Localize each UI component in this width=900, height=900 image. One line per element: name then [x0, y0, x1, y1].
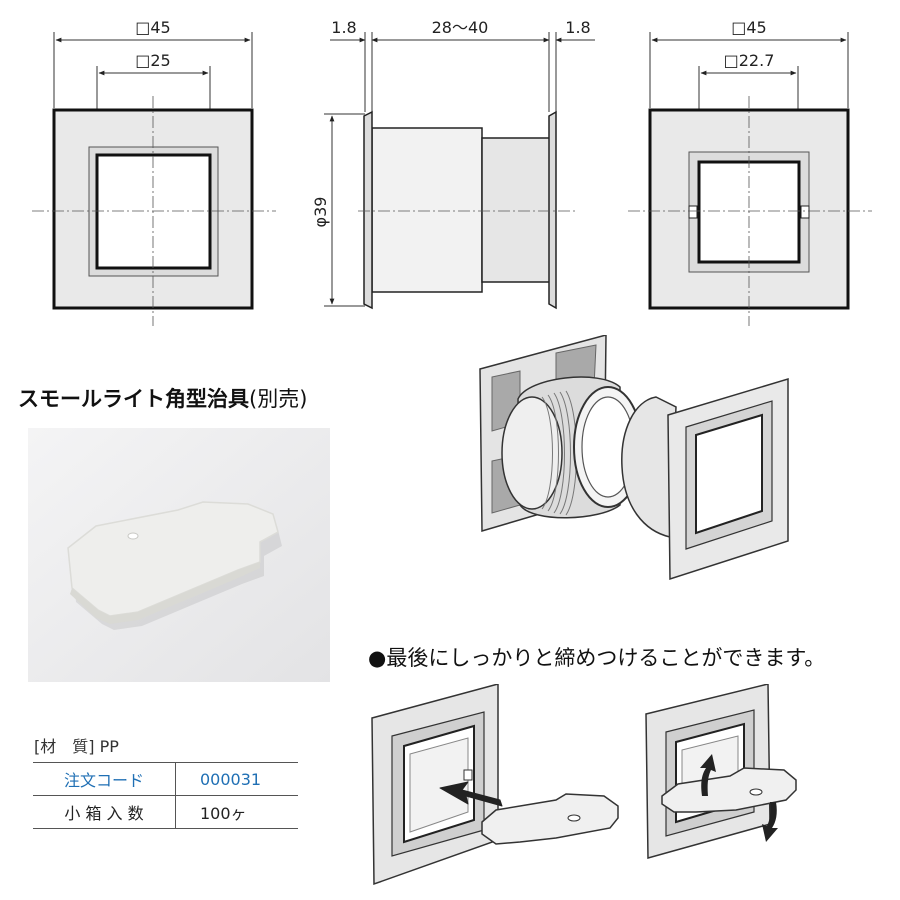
spec-value-order-code: 000031: [175, 762, 298, 796]
spec-key-box-qty: 小 箱 入 数: [33, 795, 176, 829]
caption: ●最後にしっかりと締めつけることができます。: [368, 646, 826, 670]
jig-photo: [28, 428, 330, 682]
back-inner-dim: □22.7: [724, 51, 775, 70]
front-outer-dim: □45: [135, 18, 170, 37]
step-illustration-insert: [371, 684, 619, 886]
table-row: 小 箱 入 数 100ヶ: [33, 795, 298, 829]
side-length-dim: 28〜40: [432, 18, 489, 37]
jig-title: スモールライト角型治具(別売): [18, 383, 307, 413]
arrow-insert-icon: [439, 781, 503, 807]
material-line: [材 質] PP: [34, 733, 119, 757]
jig-plate-icon: [481, 793, 619, 845]
drawings-svg: □45 □25 1.8 28〜40 1.8 φ39: [32, 18, 872, 326]
jig-plate-rotated-icon: [661, 767, 797, 813]
jig-title-note: (別売): [249, 387, 308, 411]
spec-table: 注文コード 000031 小 箱 入 数 100ヶ: [33, 762, 298, 829]
jig-title-main: スモールライト角型治具: [18, 387, 249, 411]
side-view: 1.8 28〜40 1.8 φ39: [311, 18, 595, 310]
front-inner-dim: □25: [135, 51, 170, 70]
side-diameter-dim: φ39: [311, 197, 330, 228]
side-left-flange-dim: 1.8: [331, 18, 356, 37]
exploded-illustration: [479, 335, 789, 581]
material-label: [材 質]: [34, 737, 95, 756]
table-row: 注文コード 000031: [33, 762, 298, 796]
material-value: PP: [99, 737, 119, 756]
side-right-flange-dim: 1.8: [565, 18, 590, 37]
back-view: □45 □22.7: [628, 18, 872, 326]
arrow-up-icon: [700, 754, 716, 796]
back-outer-dim: □45: [731, 18, 766, 37]
spec-value-box-qty: 100ヶ: [175, 795, 298, 829]
front-view: □45 □25: [32, 18, 276, 326]
arrow-down-icon: [762, 802, 778, 842]
step-illustration-tighten: [645, 684, 797, 859]
spec-key-order-code: 注文コード: [33, 762, 176, 796]
